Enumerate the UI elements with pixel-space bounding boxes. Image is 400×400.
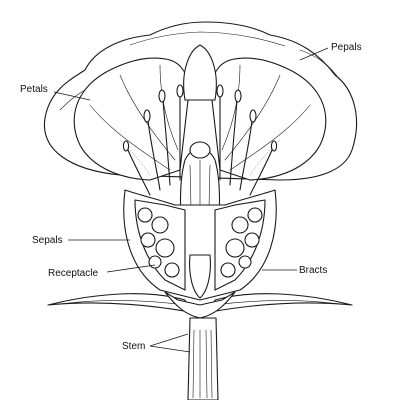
receptacle-base xyxy=(164,291,236,319)
label-petals: Petals xyxy=(20,84,91,101)
label-stem-text: Stem xyxy=(122,341,145,352)
label-sepals: Sepals xyxy=(32,235,130,246)
stamens xyxy=(122,84,278,196)
label-bracts: Bracts xyxy=(262,265,327,276)
label-sepals-text: Sepals xyxy=(32,235,63,246)
petals xyxy=(73,44,327,181)
tissue-cells xyxy=(137,207,263,278)
label-receptacle: Receptacle xyxy=(48,264,156,279)
label-pepals-text: Pepals xyxy=(331,42,362,53)
label-pepals: Pepals xyxy=(299,42,362,61)
stem xyxy=(187,317,219,400)
label-bracts-text: Bracts xyxy=(299,265,327,276)
receptacle-section xyxy=(123,189,277,301)
label-stem: Stem xyxy=(122,333,191,353)
label-receptacle-text: Receptacle xyxy=(48,268,98,279)
label-petals-text: Petals xyxy=(20,84,48,95)
bracts xyxy=(47,293,353,313)
